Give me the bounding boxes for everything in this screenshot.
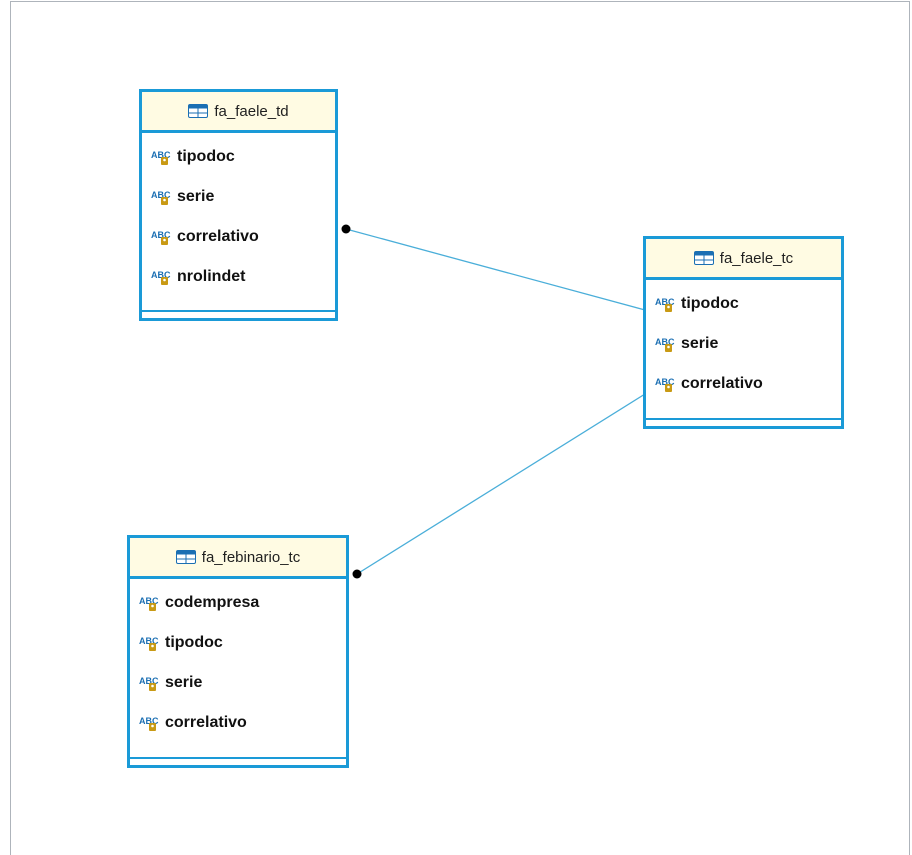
svg-text:ABC: ABC <box>139 716 159 726</box>
svg-text:ABC: ABC <box>139 596 159 606</box>
column-name: serie <box>177 188 215 205</box>
entity-fa-faele-tc[interactable]: fa_faele_tc ABC tipodoc ABC serie ABC corre… <box>643 236 844 429</box>
column-name: serie <box>165 674 203 691</box>
column-name: correlativo <box>177 228 259 245</box>
relation-line-febinario-to-tc[interactable] <box>356 393 646 575</box>
column-row[interactable]: ABC tipodoc <box>646 284 841 324</box>
entity-fa-febinario-tc[interactable]: fa_febinario_tc ABC codempresa ABC tipodoc… <box>127 535 349 768</box>
column-row[interactable]: ABC serie <box>646 324 841 364</box>
svg-text:ABC: ABC <box>151 190 171 200</box>
relation-line-td-to-tc[interactable] <box>345 228 646 311</box>
svg-text:ABC: ABC <box>655 297 675 307</box>
entity-footer-divider <box>130 757 346 759</box>
abc-text-column-icon: ABC <box>655 297 675 312</box>
abc-text-column-icon: ABC <box>139 716 159 731</box>
svg-text:ABC: ABC <box>151 270 171 280</box>
svg-text:ABC: ABC <box>151 230 171 240</box>
column-row[interactable]: ABC tipodoc <box>130 623 346 663</box>
column-name: correlativo <box>681 375 763 392</box>
abc-text-column-icon: ABC <box>151 150 171 165</box>
relation-endpoint-dot <box>352 569 362 579</box>
column-name: tipodoc <box>681 295 739 312</box>
column-name: nrolindet <box>177 268 246 285</box>
column-name: codempresa <box>165 594 260 611</box>
table-icon <box>693 251 714 265</box>
svg-text:ABC: ABC <box>139 676 159 686</box>
svg-text:ABC: ABC <box>151 150 171 160</box>
entity-fa-faele-td[interactable]: fa_faele_td ABC tipodoc ABC serie ABC corre… <box>139 89 338 321</box>
entity-name: fa_febinario_tc <box>201 548 301 566</box>
relation-endpoint-dot <box>341 224 351 234</box>
abc-text-column-icon: ABC <box>139 636 159 651</box>
abc-text-column-icon: ABC <box>151 270 171 285</box>
column-row[interactable]: ABC correlativo <box>142 217 335 257</box>
abc-text-column-icon: ABC <box>151 230 171 245</box>
abc-text-column-icon: ABC <box>655 337 675 352</box>
column-name: correlativo <box>165 714 247 731</box>
column-row[interactable]: ABC correlativo <box>646 364 841 404</box>
abc-text-column-icon: ABC <box>655 377 675 392</box>
abc-text-column-icon: ABC <box>139 596 159 611</box>
entity-header: fa_faele_td <box>142 92 335 133</box>
column-name: tipodoc <box>177 148 235 165</box>
column-row[interactable]: ABC tipodoc <box>142 137 335 177</box>
svg-text:ABC: ABC <box>655 377 675 387</box>
column-row[interactable]: ABC correlativo <box>130 703 346 743</box>
entity-header: fa_faele_tc <box>646 239 841 280</box>
entity-footer-divider <box>142 310 335 312</box>
entity-header: fa_febinario_tc <box>130 538 346 579</box>
table-icon <box>175 550 196 564</box>
column-row[interactable]: ABC codempresa <box>130 583 346 623</box>
column-row[interactable]: ABC nrolindet <box>142 257 335 297</box>
svg-text:ABC: ABC <box>139 636 159 646</box>
column-row[interactable]: ABC serie <box>142 177 335 217</box>
abc-text-column-icon: ABC <box>151 190 171 205</box>
column-name: tipodoc <box>165 634 223 651</box>
abc-text-column-icon: ABC <box>139 676 159 691</box>
entity-footer-divider <box>646 418 841 420</box>
entity-name: fa_faele_tc <box>719 249 794 267</box>
column-name: serie <box>681 335 719 352</box>
entity-name: fa_faele_td <box>214 102 289 120</box>
column-row[interactable]: ABC serie <box>130 663 346 703</box>
svg-text:ABC: ABC <box>655 337 675 347</box>
diagram-canvas <box>10 1 910 855</box>
table-icon <box>188 104 209 118</box>
